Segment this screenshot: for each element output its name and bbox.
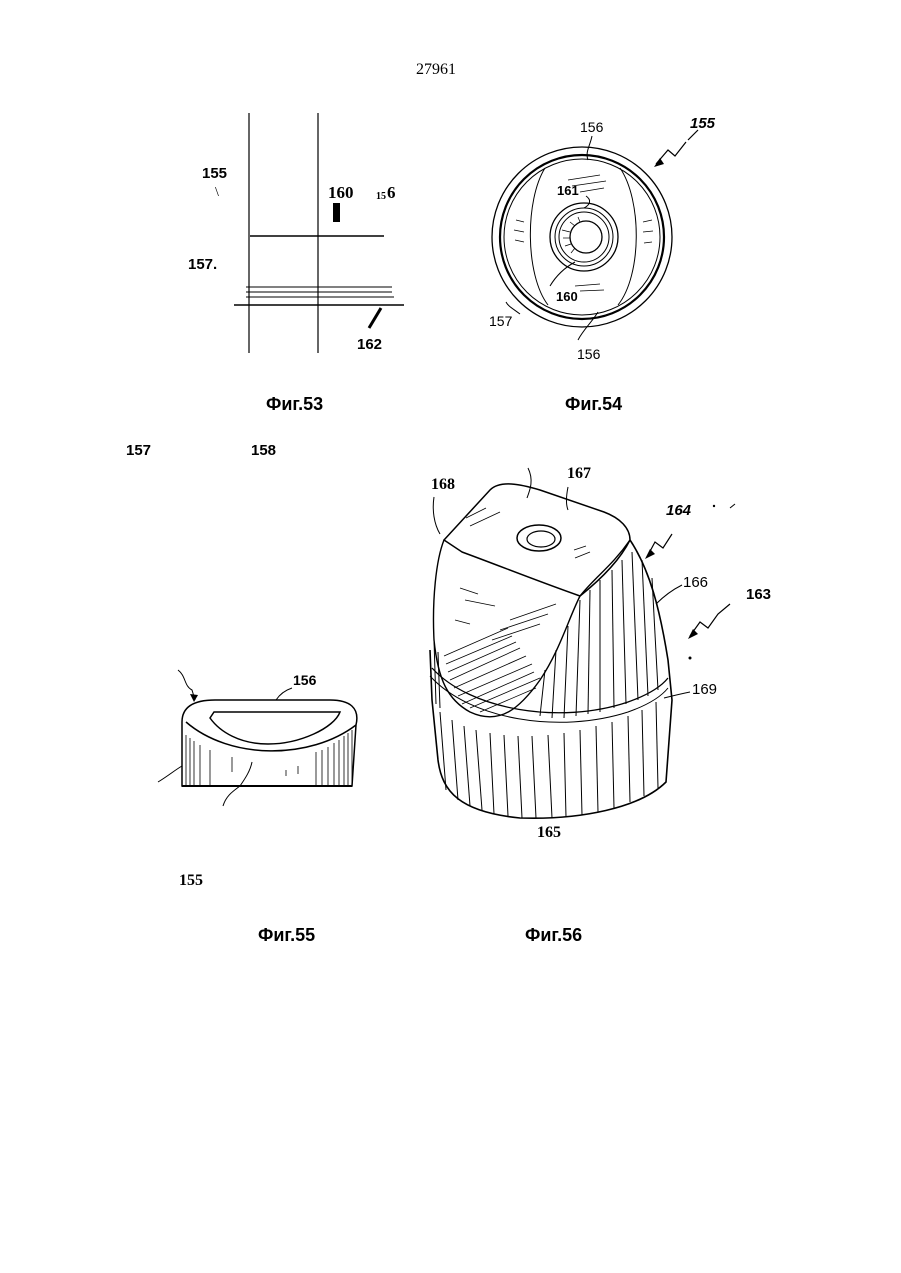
fig56-label-163: 163 xyxy=(746,587,771,602)
fig56-caption: Фиг.56 xyxy=(525,926,582,944)
fig56-label-165: 165 xyxy=(537,825,561,841)
fig56-label-164: 164 xyxy=(666,503,691,518)
fig56-label-169: 169 xyxy=(692,682,717,697)
fig56-label-166: 166 xyxy=(683,575,708,590)
fig56-label-168: 168 xyxy=(431,477,455,493)
fig56-label-167: 167 xyxy=(567,466,591,482)
